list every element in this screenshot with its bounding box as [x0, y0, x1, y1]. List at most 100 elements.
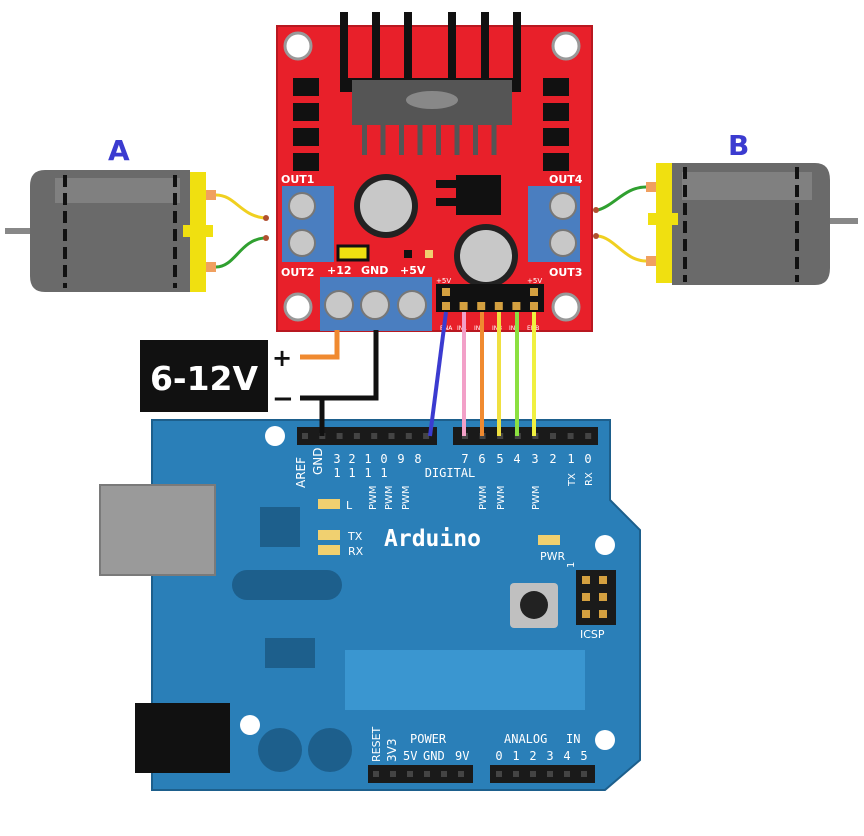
- motor-b: [646, 163, 858, 285]
- chip-leg: [399, 125, 404, 155]
- control-pin: [477, 302, 486, 310]
- usb-connector: [99, 484, 216, 576]
- header-pin: [405, 433, 412, 439]
- mounting-hole: [240, 715, 260, 735]
- pin-label: 9: [397, 452, 404, 466]
- header-pin: [336, 433, 343, 439]
- pin-5v-left-label: +5V: [436, 277, 451, 285]
- control-pin: [442, 288, 450, 296]
- out3-label: OUT3: [549, 266, 582, 279]
- control-pin: [530, 302, 538, 310]
- voltage-label: 6-12V: [150, 359, 259, 398]
- pwr-label: PWR: [540, 550, 566, 563]
- pin-label: 2: [348, 452, 355, 466]
- icsp-label: ICSP: [580, 628, 605, 641]
- pwm-label: PWM: [496, 485, 507, 510]
- header-pin: [567, 433, 574, 439]
- header-pin: [424, 771, 430, 777]
- icsp-pin: [599, 576, 607, 584]
- gnd-wire: [300, 330, 379, 401]
- chip-leg: [362, 125, 367, 155]
- driver-5v-label: +5V: [400, 264, 426, 277]
- header-pin: [564, 771, 570, 777]
- pwm-label: PWM: [401, 485, 412, 510]
- header-pins-power: [373, 771, 464, 777]
- tx-pin-label: TX: [567, 473, 578, 487]
- arduino-board: AREF GND 3 2 1 0 9 8 1 1 1 1 DIGITAL 7 6…: [99, 419, 641, 791]
- side-pads: [293, 78, 569, 171]
- header-pin: [407, 771, 413, 777]
- rx-pin-label: RX: [584, 472, 595, 486]
- side-pad: [293, 78, 319, 96]
- control-pin: [512, 302, 521, 310]
- led-pwr: [538, 535, 560, 545]
- pin-label: 3: [333, 452, 340, 466]
- mounting-hole: [595, 535, 615, 555]
- capacitor: [258, 728, 302, 772]
- side-pad: [543, 153, 569, 171]
- header-power: [368, 765, 473, 783]
- digital-label: DIGITAL: [425, 466, 476, 480]
- motor-wires: [215, 185, 647, 269]
- mounting-hole: [595, 730, 615, 750]
- reset-button-cap: [520, 591, 548, 619]
- pin-label: 7: [461, 452, 468, 466]
- regulator: [456, 175, 501, 215]
- reset-label: RESET: [370, 726, 383, 762]
- icsp-pin: [582, 610, 590, 618]
- jumper: [336, 244, 370, 262]
- pin-label: 1: [348, 466, 355, 480]
- side-pad: [293, 128, 319, 146]
- pin-label: 3: [531, 452, 538, 466]
- pwm-label: PWM: [368, 485, 379, 510]
- header-pin: [581, 771, 587, 777]
- pin-5v-right-label: +5V: [527, 277, 542, 285]
- plus-wire: [300, 330, 340, 360]
- led-tx: [318, 530, 340, 540]
- header-pin: [550, 433, 556, 439]
- chip: [265, 638, 315, 668]
- pin-label: 6: [478, 452, 485, 466]
- control-wires: [428, 311, 536, 437]
- header-pin: [441, 771, 447, 777]
- chip-leg: [491, 125, 497, 155]
- pin-label: 4: [513, 452, 520, 466]
- motor-b-label: B: [728, 129, 749, 162]
- 3v3-label: 3V3: [385, 739, 399, 762]
- pin-label: 1: [380, 466, 387, 480]
- gnd-power-label: GND: [423, 749, 445, 763]
- control-pin-header: [436, 284, 544, 312]
- pin-label: 1: [364, 466, 371, 480]
- control-pins: [442, 288, 538, 310]
- power-wires: [300, 330, 379, 436]
- control-pin: [530, 288, 538, 296]
- led-tx-label: TX: [347, 530, 363, 543]
- capacitor: [308, 728, 352, 772]
- mounting-hole: [283, 292, 313, 322]
- header-analog: [490, 765, 595, 783]
- pin-label: 0: [584, 452, 591, 466]
- chip-leg: [473, 125, 478, 155]
- header-pin: [513, 771, 519, 777]
- led-l: [318, 499, 340, 509]
- pin-label: 2: [549, 452, 556, 466]
- chip-area: [345, 650, 585, 710]
- header-pins-analog: [496, 771, 587, 777]
- power-label: POWER: [410, 732, 447, 746]
- header-pin: [585, 433, 592, 439]
- header-pin: [496, 771, 502, 777]
- analog-label: ANALOG: [504, 732, 547, 746]
- header-pin: [371, 433, 378, 439]
- header-pin: [547, 771, 553, 777]
- chip-leg: [417, 125, 423, 155]
- led-l-label: L: [346, 499, 353, 512]
- analog-pin-label: 1: [512, 749, 519, 763]
- icsp-pin: [599, 593, 607, 601]
- 5v-label: 5V: [403, 749, 417, 763]
- pwm-label: PWM: [384, 485, 395, 510]
- arduino-logo-text: Arduino: [384, 526, 481, 552]
- side-pad: [293, 153, 319, 171]
- mounting-hole: [265, 426, 285, 446]
- in4-pin-label: IN4: [509, 325, 519, 332]
